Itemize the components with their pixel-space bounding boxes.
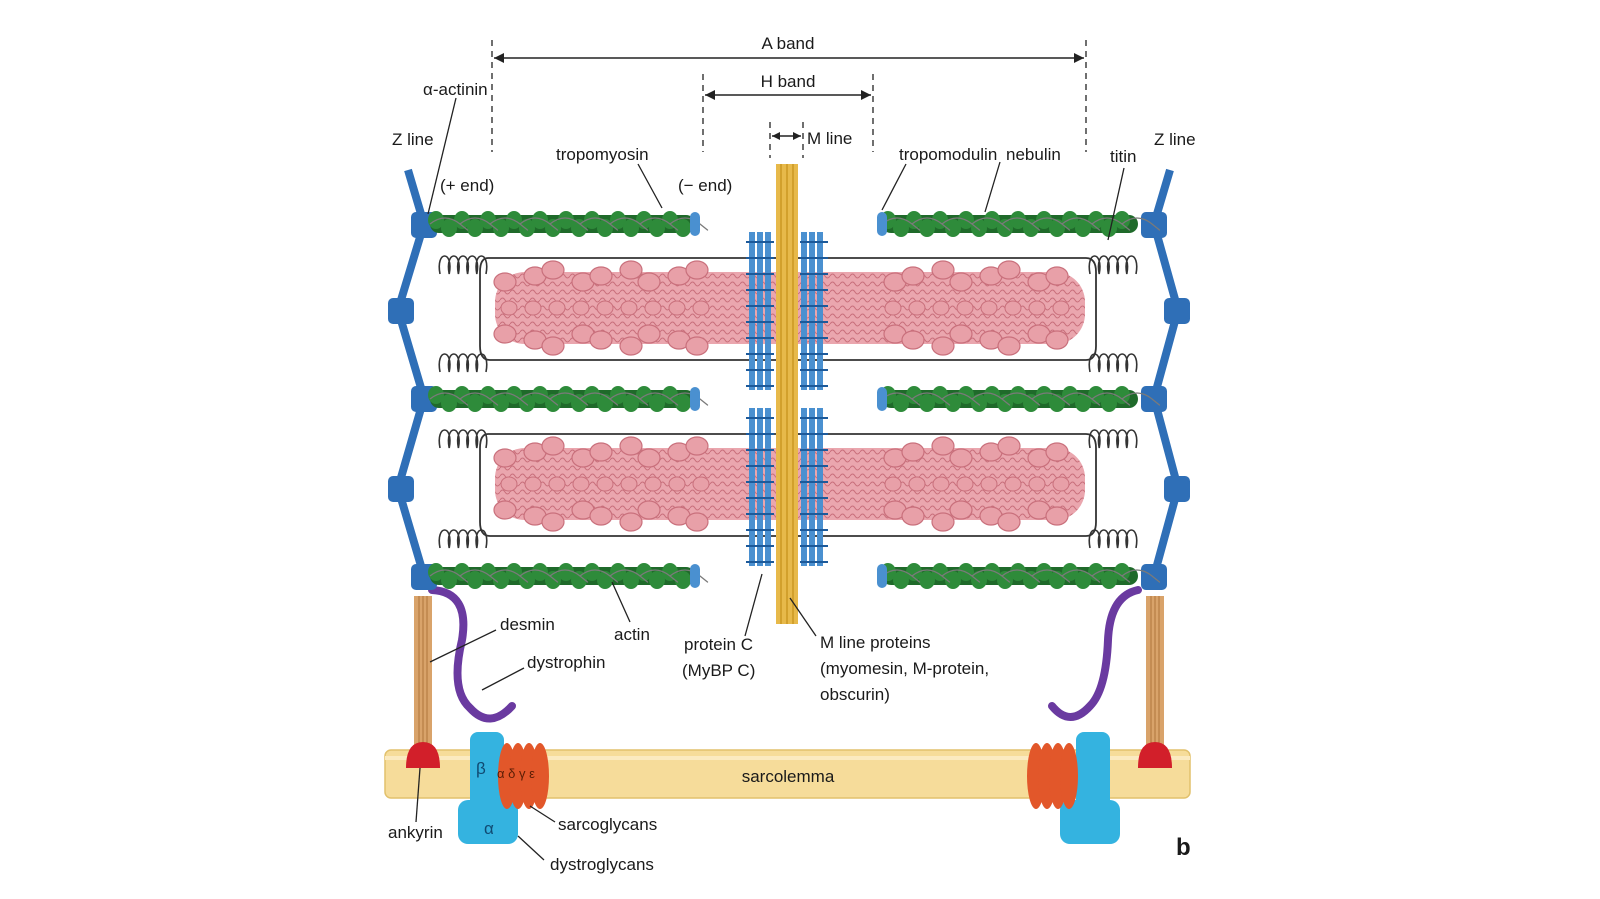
z-line-left-label: Z line [392, 130, 434, 149]
actin-filament [877, 386, 1161, 412]
sarcolemma-label: sarcolemma [742, 767, 835, 786]
z-line-left [388, 168, 437, 590]
tropomodulin-cap [877, 564, 887, 588]
sarcoglycans-label: sarcoglycans [558, 815, 657, 834]
dystroglycan-complex-left [458, 732, 518, 844]
actin-filament [877, 211, 1161, 237]
desmin-filament-left [414, 596, 432, 746]
actin-label: actin [614, 625, 650, 644]
sarcoglycans-right [1027, 743, 1078, 809]
m-line-label: M line [807, 129, 852, 148]
leader-lines [415, 97, 1125, 861]
m-line-proteins-label: M line proteins [820, 633, 931, 652]
beta-dystroglycan-label: β [476, 759, 486, 778]
tropomodulin-cap [877, 212, 887, 236]
plus-end-label: (+ end) [440, 176, 494, 195]
protein-c-bands [746, 232, 828, 566]
actin-thin-filaments [428, 211, 1161, 589]
z-line-right-label: Z line [1154, 130, 1196, 149]
titin [438, 255, 1138, 549]
m-line-proteins-sub-label-1: (myomesin, M-protein, [820, 659, 989, 678]
dystrophin-left [428, 586, 516, 723]
ankyrin-right [1138, 742, 1172, 768]
alpha-dystroglycan-label: α [484, 819, 494, 838]
dystrophin-right [1048, 586, 1142, 721]
h-band-label: H band [761, 72, 816, 91]
ankyrin-left [406, 742, 440, 768]
actin-filament [428, 211, 709, 237]
alpha-actinin-label: α-actinin [423, 80, 488, 99]
myosin-thick-filaments [493, 260, 1085, 532]
a-band-label: A band [762, 34, 815, 53]
protein-c-sub-label: (MyBP C) [682, 661, 755, 680]
titin-label: titin [1110, 147, 1136, 166]
sarcoglycan-subunits-label: α δ γ ε [497, 766, 535, 781]
dystroglycan-complex-right [1060, 732, 1120, 844]
minus-end-cap [690, 387, 700, 411]
sarcoglycans-left [498, 743, 549, 809]
nebulin-label: nebulin [1006, 145, 1061, 164]
protein-c-label: protein C [684, 635, 753, 654]
m-line-proteins [776, 164, 798, 624]
ankyrin-label: ankyrin [388, 823, 443, 842]
m-line-proteins-sub-label-2: obscurin) [820, 685, 890, 704]
dystroglycans-label: dystroglycans [550, 855, 654, 874]
actin-filament [877, 563, 1161, 589]
actin-filament [428, 563, 709, 589]
tropomodulin-label: tropomodulin [899, 145, 997, 164]
tropomodulin-cap [877, 387, 887, 411]
z-line-right [1141, 168, 1190, 590]
minus-end-cap [690, 564, 700, 588]
panel-letter: b [1176, 834, 1191, 861]
minus-end-label: (− end) [678, 176, 732, 195]
tropomyosin-label: tropomyosin [556, 145, 649, 164]
actin-filament [428, 386, 709, 412]
band-dimensions [491, 40, 1087, 158]
desmin-label: desmin [500, 615, 555, 634]
desmin-filament-right [1146, 596, 1164, 746]
dystrophin-label: dystrophin [527, 653, 605, 672]
minus-end-cap [690, 212, 700, 236]
